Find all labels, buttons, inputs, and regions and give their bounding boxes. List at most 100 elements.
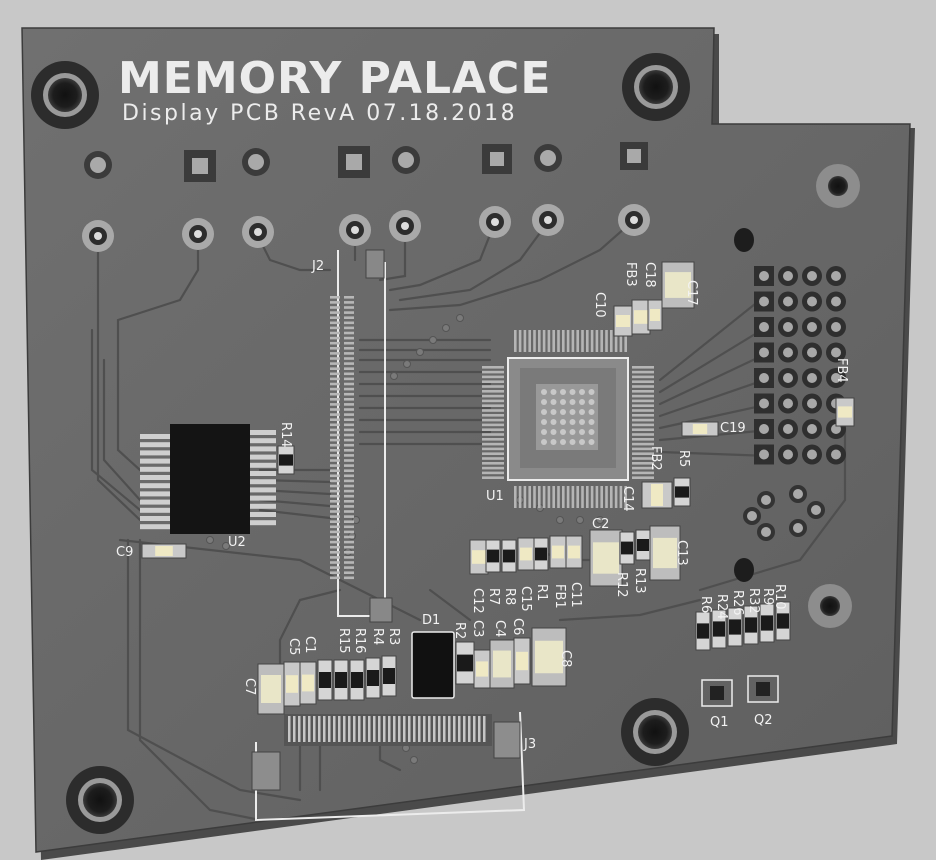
u1-pin [632,423,654,427]
j2-pin [344,454,354,457]
capacitor [283,661,301,707]
header-pin [754,317,774,337]
u2-pin [250,454,276,460]
header-pin [754,266,774,286]
j2-pin [344,357,354,360]
ref-r2: R2 [452,622,467,639]
j2-pin [344,551,354,554]
ref-c15: C15 [518,586,533,612]
j2-pin [344,301,354,304]
header-pin [802,444,822,465]
u1-pin [632,447,654,451]
header-pads-top [84,142,648,182]
u1-ball [579,409,585,415]
ref-r9: R9 [760,588,775,605]
j2-pin [344,464,354,467]
u1-pin [482,418,504,422]
u2-pin [140,499,170,505]
j2-pin [344,296,354,299]
resistor [673,477,691,507]
j2-pin [344,331,354,335]
chip-u1 [482,330,654,508]
j2-pin [344,525,354,529]
u1-ball [560,389,566,395]
j2-pin [330,408,340,411]
j2-pin [344,418,354,421]
u1-ball [541,409,547,415]
ref-c17: C17 [684,280,699,306]
ref-r16: R16 [352,628,367,654]
mounting-hole-right-upper [816,164,860,208]
u2-pin [140,507,170,513]
j3-pin [473,716,476,742]
j2-pin [330,484,340,488]
j2-pin [344,576,354,580]
u1-pin [518,486,522,508]
j3-pin [368,716,371,742]
j2-pin [330,520,340,523]
u1-pin [632,438,654,441]
ref-c6: C6 [510,618,525,635]
u1-pin [632,457,654,460]
transistor-q1 [701,679,733,707]
u1-ball [588,409,595,415]
u1-pin [581,330,584,352]
j3-pin [413,716,416,742]
j2-pin [344,561,354,564]
capacitor [647,299,663,331]
j2-pin [344,413,354,416]
j2-pin [344,535,354,539]
u2-pin [140,483,170,489]
j2-pin [344,392,354,396]
slot-hole-right [734,228,754,252]
u1-ball [579,419,585,425]
u2-pin [140,524,170,530]
j2-pin [344,321,354,325]
j2-pin [330,311,340,314]
j3-pin [293,716,296,742]
capacitor [531,627,567,687]
header-pin [754,291,774,312]
j3-pin [323,716,326,742]
header-pin [778,419,798,439]
j3-pin [468,716,471,742]
j3-pin [483,716,486,742]
j2-pin [344,494,354,498]
u1-pin [632,418,654,422]
u1-pin [619,486,623,508]
j2-pin [330,464,340,467]
j2-pin [330,469,340,472]
u1-pin [571,486,575,508]
slot-hole-right-lower [734,558,754,582]
u1-pin [538,330,541,352]
u1-pin [482,385,504,388]
j2-pin [330,494,340,498]
j2-pin [330,372,340,376]
u1-pin [632,433,654,436]
u1-pin [482,375,504,379]
j3-pin [373,716,376,742]
j2-pin [344,387,354,391]
j3-pin [423,716,426,742]
j2-pin [330,387,340,391]
capacitor [513,637,531,685]
j2-pin [344,316,354,319]
j2-pin [344,382,354,386]
capacitor [589,529,623,587]
u1-ball [560,399,566,405]
capacitor [641,481,673,509]
u1-pin [605,486,608,508]
j3-pin [343,716,346,742]
j2-pin [330,530,340,534]
u1-pin [632,462,654,465]
j2-pin [344,306,354,309]
j2-pin [344,484,354,488]
j2-pin [344,443,354,447]
u2-pin [250,479,276,485]
j3-pin [303,716,306,742]
header-pin [754,419,774,439]
ref-c19: C19 [720,421,746,436]
u1-pin [528,486,531,508]
u1-pin [482,370,504,374]
header-pin [826,317,846,337]
